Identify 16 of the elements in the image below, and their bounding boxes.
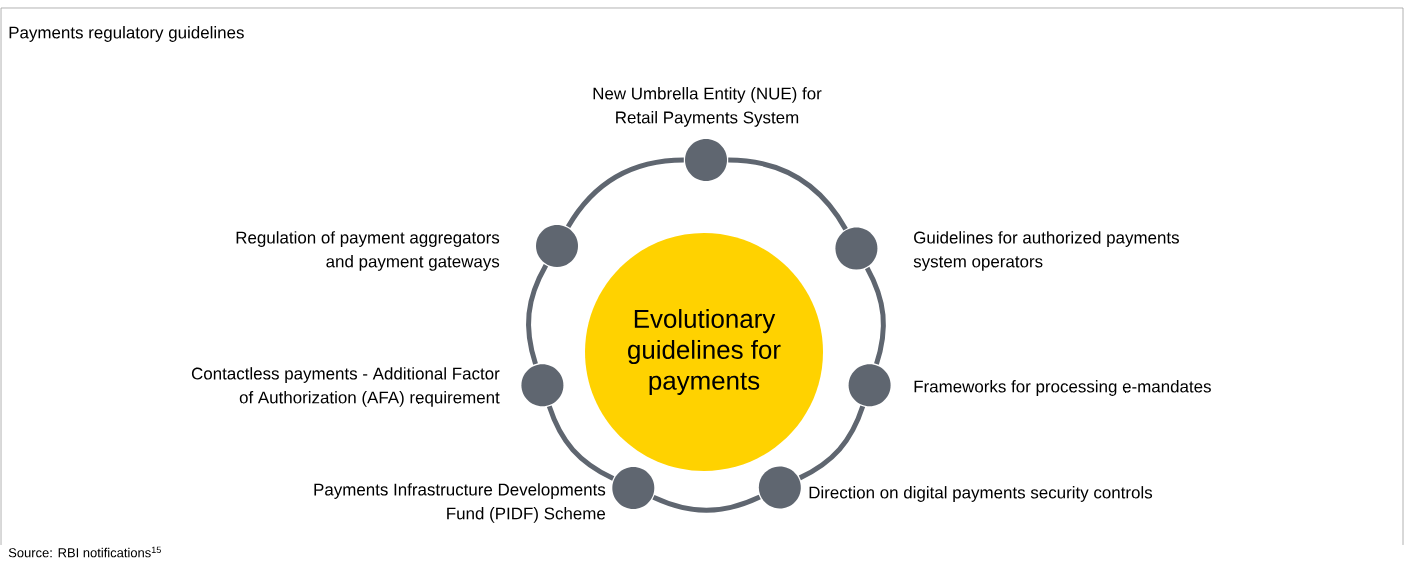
ring-arc (798, 405, 866, 481)
item-label: New Umbrella Entity (NUE) for Retail Payments System (593, 87, 822, 127)
item-label: Direction on digital payments security controls (809, 486, 1153, 502)
ring-arc (546, 405, 615, 481)
item-label: Regulation of payment aggregators and payment gateways (236, 231, 500, 271)
ring-arc (566, 157, 684, 229)
ring-arc (864, 266, 886, 365)
source-note: Source: RBI notifications$^{15}$ (8, 546, 161, 558)
ring-arc (652, 494, 761, 513)
item-label: Guidelines for authorized payments system operators (913, 231, 1179, 271)
title: Payments regulatory guidelines (9, 26, 244, 42)
ring-arc (526, 264, 549, 365)
item-label: Frameworks for processing e-mandates (914, 380, 1211, 396)
item-label: Contactless payments - Additional Factor of Authorization (AFA) requirement (191, 367, 500, 407)
item-label: Payments Infrastructure Developments Fund (PIDF) Scheme (314, 483, 606, 523)
ring-arc (728, 157, 848, 231)
